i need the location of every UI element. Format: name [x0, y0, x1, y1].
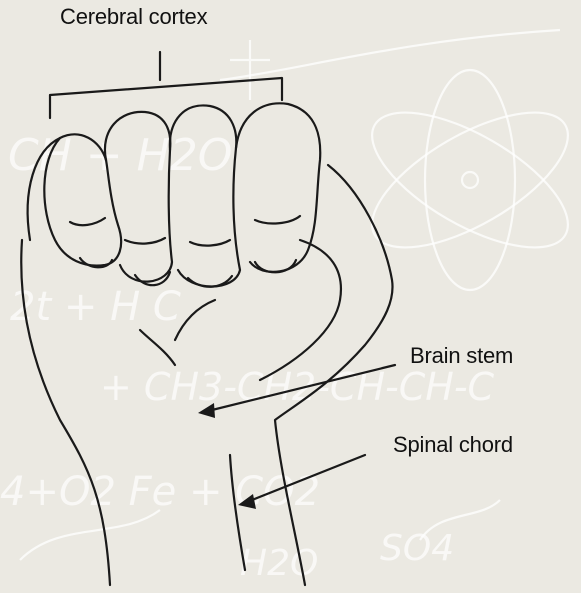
- spinal-chord-label: Spinal chord: [393, 432, 513, 458]
- svg-text:H2O: H2O: [240, 543, 318, 584]
- brain-stem-label: Brain stem: [410, 343, 513, 369]
- svg-text:SO4: SO4: [380, 528, 454, 569]
- svg-text:+ CH3-CH2-CH-CH-C: + CH3-CH2-CH-CH-C: [100, 365, 495, 409]
- background-doodles: CH + H2O 2t + H C + CH3-CH2-CH-CH-C 4+O2…: [0, 30, 581, 584]
- cerebral-cortex-label: Cerebral cortex: [60, 4, 207, 30]
- svg-text:2t + H C: 2t + H C: [10, 284, 181, 330]
- cortex-bracket: [50, 52, 282, 118]
